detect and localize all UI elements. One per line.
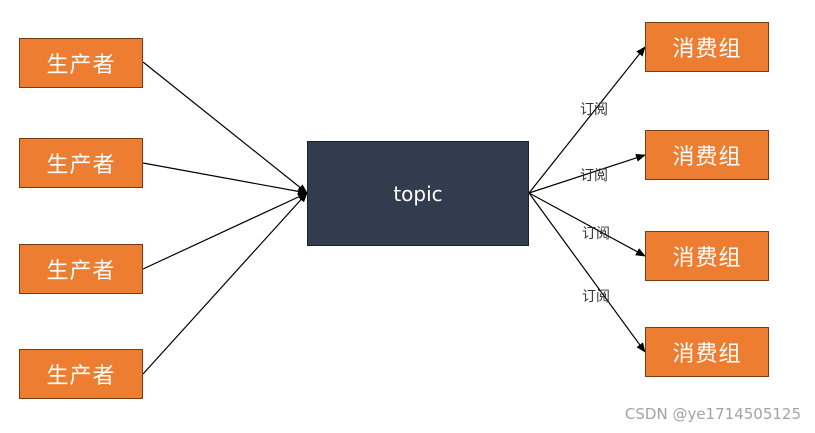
producer-box-1: 生产者	[19, 38, 143, 88]
consumer-group-label: 消费组	[672, 246, 742, 271]
producer-box-4: 生产者	[19, 349, 143, 399]
consumer-group-box-1: 消费组	[645, 22, 769, 72]
topic-label: topic	[393, 181, 443, 206]
topic-box: topic	[307, 141, 529, 246]
arrow-producer-4-to-topic	[142, 192, 308, 375]
arrow-producer-2-to-topic	[142, 162, 308, 196]
subscription-label-4: 订阅	[582, 289, 610, 305]
producer-label: 生产者	[46, 153, 116, 178]
subscription-label-2: 订阅	[580, 168, 608, 184]
consumer-group-box-2: 消费组	[645, 130, 769, 180]
producer-box-2: 生产者	[19, 138, 143, 188]
watermark: CSDN @ye1714505125	[624, 405, 801, 423]
subscription-label-1: 订阅	[580, 102, 608, 118]
consumer-group-label: 消费组	[672, 37, 742, 62]
consumer-group-label: 消费组	[672, 342, 742, 367]
producer-label: 生产者	[46, 259, 116, 284]
producer-label: 生产者	[46, 364, 116, 389]
consumer-group-box-3: 消费组	[645, 231, 769, 281]
consumer-group-label: 消费组	[672, 145, 742, 170]
arrow-producer-3-to-topic	[142, 192, 308, 270]
arrow-topic-to-consumer-4	[528, 192, 646, 353]
consumer-group-box-4: 消费组	[645, 327, 769, 377]
arrow-topic-to-consumer-3	[528, 192, 646, 257]
producer-box-3: 生产者	[19, 244, 143, 294]
arrow-topic-to-consumer-1	[528, 46, 646, 194]
subscription-label-3: 订阅	[582, 226, 610, 242]
producer-label: 生产者	[46, 53, 116, 78]
arrow-producer-1-to-topic	[142, 61, 308, 194]
arrow-topic-to-consumer-2	[528, 154, 646, 194]
